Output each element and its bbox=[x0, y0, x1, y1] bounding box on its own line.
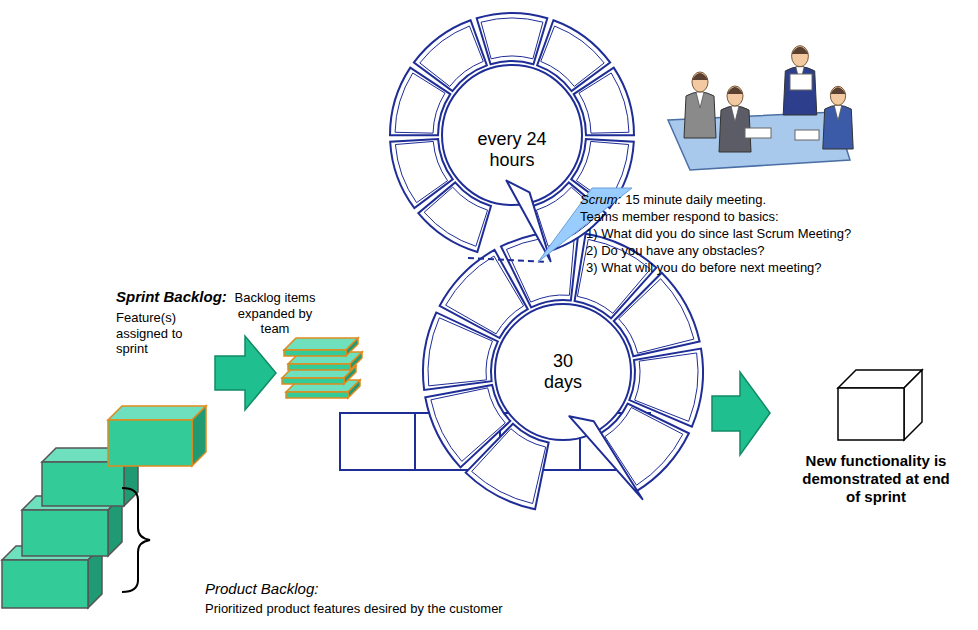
flow-arrow bbox=[712, 372, 770, 455]
cycle-label: every 24 hours bbox=[467, 129, 557, 170]
person-body bbox=[684, 92, 716, 138]
sprint-backlog-cube bbox=[108, 406, 206, 466]
ring-segment-inner bbox=[605, 407, 683, 485]
sprint-backlog-cube-side bbox=[192, 406, 206, 466]
cycle-ring: every 24 hours bbox=[461, 125, 563, 175]
sprint-backlog-heading: Sprint Backlog: bbox=[116, 288, 227, 306]
ring-link-dashed bbox=[468, 258, 548, 262]
ring-segment-inner bbox=[619, 279, 694, 353]
callout-question: 1) What did you do since last Scrum Meet… bbox=[586, 226, 970, 242]
timeline-block bbox=[340, 413, 415, 470]
product-backlog-bracket bbox=[122, 488, 150, 592]
ring-hub bbox=[495, 304, 631, 440]
ring-segment-inner bbox=[395, 73, 445, 133]
sprint-backlog-cube-top bbox=[108, 406, 206, 420]
person-hair bbox=[830, 87, 845, 94]
ring-segment bbox=[574, 68, 634, 136]
ring-segment bbox=[614, 273, 700, 357]
person-head bbox=[830, 86, 845, 105]
ring-segment-inner bbox=[579, 73, 629, 133]
meeting-paper bbox=[795, 130, 819, 140]
expanded-item-slab bbox=[284, 338, 358, 356]
expanded-item-slab-front bbox=[282, 378, 344, 384]
ring-segment-inner bbox=[506, 237, 574, 302]
ring-segment-inner bbox=[431, 388, 505, 461]
cycle-arrowhead bbox=[569, 416, 642, 499]
new-functionality-cube-side bbox=[904, 370, 922, 440]
person-shirt bbox=[731, 106, 739, 122]
meeting-person bbox=[823, 86, 853, 149]
new-functionality-cube-front bbox=[838, 388, 904, 440]
new-functionality-cube bbox=[838, 370, 922, 440]
cycle-label: 30 days bbox=[533, 351, 593, 392]
person-body bbox=[783, 67, 817, 115]
meeting-person bbox=[719, 86, 751, 152]
meeting-paper bbox=[745, 128, 771, 138]
callout-heading: Scrum: bbox=[580, 192, 621, 208]
person-body bbox=[823, 105, 853, 149]
product-backlog-cube-front bbox=[42, 462, 124, 506]
person-hair bbox=[692, 73, 708, 80]
person-hair bbox=[727, 87, 743, 94]
sprint-backlog-note: Backlog items expanded by team bbox=[234, 290, 316, 337]
product-backlog-note: Prioritized product features desired by … bbox=[205, 601, 645, 617]
meeting-person bbox=[684, 72, 716, 138]
expanded-item-slab-side bbox=[348, 380, 360, 398]
product-backlog-heading: Product Backlog: bbox=[205, 580, 318, 598]
callout-text: Teams member respond to basics: bbox=[580, 209, 970, 225]
outcome-text: New functionality is demonstrated at end… bbox=[796, 452, 956, 506]
person-head bbox=[792, 46, 809, 67]
expanded-item-slab-side bbox=[350, 352, 362, 370]
expanded-item-slab-front bbox=[286, 392, 348, 398]
callout-question: 3) What will you do before next meeting? bbox=[586, 260, 970, 276]
meeting-paper bbox=[790, 74, 812, 90]
product-backlog-cube-front bbox=[2, 560, 88, 608]
ring-segment-inner bbox=[481, 18, 543, 59]
cycle-arrowhead bbox=[506, 181, 550, 262]
sprint-backlog-note: Feature(s) assigned to sprint bbox=[116, 310, 198, 357]
ring-segment bbox=[425, 385, 510, 467]
expanded-item-slab-side bbox=[346, 338, 358, 356]
person-shirt bbox=[696, 92, 704, 108]
callout-text: 15 minute daily meeting. bbox=[625, 192, 766, 208]
product-backlog-cube-front bbox=[22, 510, 108, 556]
ring-segment bbox=[477, 13, 548, 64]
callout-question: 2) Do you have any obstacles? bbox=[586, 243, 970, 259]
person-head bbox=[727, 86, 743, 106]
person-shirt bbox=[834, 105, 842, 120]
cycle-ring: 30 days bbox=[527, 347, 599, 397]
expanded-item-slab-front bbox=[284, 350, 346, 356]
meeting-person bbox=[783, 46, 817, 115]
expanded-item-slab-front bbox=[288, 364, 350, 370]
person-head bbox=[692, 72, 708, 92]
flow-arrow bbox=[215, 336, 276, 410]
person-hair bbox=[792, 47, 809, 54]
ring-segment-inner bbox=[395, 141, 447, 202]
sprint-backlog-cube-front bbox=[108, 420, 192, 466]
